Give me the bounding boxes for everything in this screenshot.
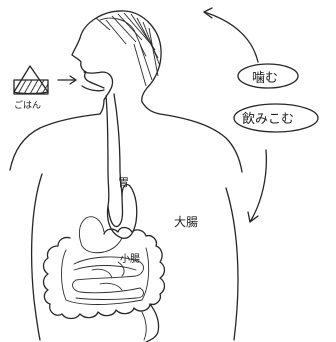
stomach-outlet — [82, 238, 122, 253]
rice-label: ごはん — [14, 99, 41, 111]
duodenum — [79, 217, 104, 246]
curved-arrow-down-icon — [248, 150, 266, 222]
swallow-bubble: 飲みこむ — [234, 104, 318, 132]
rectum — [142, 312, 146, 340]
stomach — [108, 184, 137, 238]
neck-left — [100, 100, 104, 114]
swallow-label: 飲みこむ — [242, 111, 294, 127]
curved-arrow-up-icon — [204, 8, 258, 62]
chew-label: 噛む — [252, 71, 278, 86]
chew-bubble: 噛む — [238, 64, 298, 88]
shoulder-left — [10, 114, 100, 170]
small-intestine-label: 小腸 — [120, 253, 140, 265]
arm-left — [32, 174, 42, 340]
large-intestine-label: 大腸 — [174, 215, 198, 229]
shoulder-right — [142, 102, 242, 172]
esophagus-left — [106, 96, 109, 206]
arm-right — [226, 188, 238, 340]
onigiri-icon — [14, 66, 48, 94]
arrow-right-icon — [58, 76, 76, 84]
sigmoid-colon — [146, 304, 159, 342]
stomach-label: 胃 — [118, 176, 129, 189]
